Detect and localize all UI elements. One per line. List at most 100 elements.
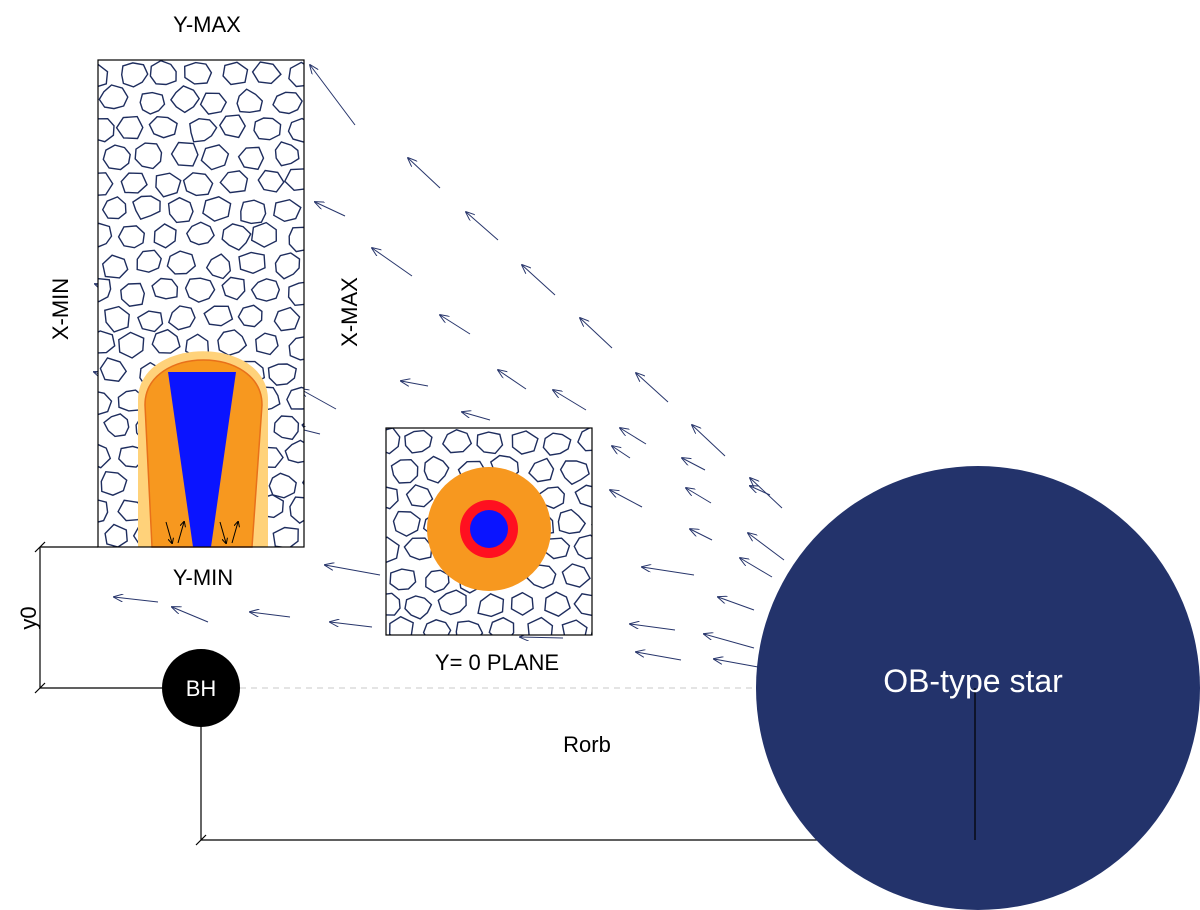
wind-clump <box>612 595 639 616</box>
wind-clump <box>251 61 282 85</box>
wind-clump <box>477 592 505 618</box>
wind-arrow-icon <box>250 612 291 618</box>
wind-clump <box>320 226 345 250</box>
wind-arrow-icon <box>714 659 759 668</box>
wind-clump <box>199 92 228 115</box>
wind-clump <box>308 527 333 549</box>
wind-clump <box>578 648 607 673</box>
wind-clump <box>573 534 592 560</box>
wind-clump <box>386 486 399 510</box>
wind-clump <box>182 172 214 197</box>
wind-clump <box>609 537 635 557</box>
wind-clump <box>104 523 128 547</box>
wind-clump <box>98 499 109 523</box>
wind-clump <box>236 88 264 114</box>
wind-clump <box>139 91 166 115</box>
wind-clump <box>267 363 297 386</box>
wind-clump <box>221 276 246 301</box>
wind-clump <box>273 415 300 441</box>
wind-clump <box>257 169 285 193</box>
wind-arrow-icon <box>636 373 669 403</box>
wind-clump <box>148 115 178 139</box>
wind-clump <box>325 120 348 142</box>
wind-clump <box>590 628 592 635</box>
wind-clump <box>307 144 335 166</box>
wind-clump <box>205 253 232 280</box>
wind-clump <box>237 304 263 328</box>
wind-clump <box>561 619 588 635</box>
wind-clump <box>527 616 554 635</box>
wind-clump <box>287 281 304 307</box>
wind-arrow-icon <box>315 202 346 217</box>
wind-arrow-icon <box>642 567 695 576</box>
black-hole <box>162 649 240 727</box>
wind-clump <box>577 428 592 452</box>
wind-clump <box>301 422 304 429</box>
wind-arrow-icon <box>704 634 755 649</box>
wind-clump <box>149 60 177 86</box>
wind-clump <box>167 196 194 224</box>
wind-clump <box>594 568 622 590</box>
label-x-max: X-MAX <box>337 277 362 347</box>
wind-clump <box>325 498 348 519</box>
wind-clump <box>153 223 177 249</box>
wind-clump <box>286 386 304 410</box>
wind-clump <box>218 114 247 139</box>
wind-arrow-icon <box>580 318 613 349</box>
y-zero-plane-box <box>385 427 639 673</box>
wind-clump <box>134 142 163 170</box>
wind-clump <box>170 141 199 167</box>
wind-clump <box>311 305 333 326</box>
wind-arrow-icon <box>553 390 587 411</box>
wind-clump <box>273 198 302 223</box>
wind-arrow-icon <box>522 265 556 296</box>
wind-clump <box>268 472 297 499</box>
jet-cross-section-core <box>470 510 508 548</box>
wind-clump <box>274 252 301 280</box>
wind-clump <box>115 115 144 140</box>
wind-clump <box>183 61 213 85</box>
wind-clump <box>608 650 634 672</box>
wind-clump <box>422 619 452 635</box>
wind-clump <box>423 455 450 484</box>
label-y-min: Y-MIN <box>173 565 233 590</box>
wind-clump <box>283 168 304 192</box>
wind-clump <box>284 439 304 464</box>
ob-star <box>756 466 1200 910</box>
label-y0: y0 <box>16 606 41 629</box>
wind-clump <box>272 91 303 115</box>
wind-clump <box>136 249 162 273</box>
wind-clump <box>103 413 130 438</box>
jet <box>138 351 268 548</box>
wind-clump <box>185 221 215 246</box>
wind-clump <box>189 117 218 143</box>
wind-clump <box>386 428 401 455</box>
wind-clump <box>238 251 266 275</box>
wind-clump <box>217 329 248 357</box>
wind-arrow-icon <box>686 488 712 504</box>
wind-clump <box>202 196 232 222</box>
wind-clump <box>132 195 161 221</box>
wind-clump <box>170 85 201 114</box>
label-star: OB-type star <box>883 663 1063 699</box>
wind-arrow-icon <box>325 565 381 576</box>
wind-clump <box>557 508 587 535</box>
wind-clump <box>309 363 331 385</box>
wind-clump <box>288 61 304 88</box>
wind-arrow-icon <box>114 597 159 603</box>
wind-clump <box>86 552 109 573</box>
wind-clump <box>98 277 112 303</box>
wind-clump <box>101 254 129 279</box>
wind-arrow-icon <box>718 597 755 611</box>
label-y-max: Y-MAX <box>173 12 241 37</box>
wind-clump <box>324 386 353 410</box>
wind-arrow-icon <box>692 425 726 457</box>
wind-arrow-icon <box>300 389 337 410</box>
wind-clump <box>287 117 304 143</box>
wind-clump <box>404 429 433 454</box>
label-rorb: Rorb <box>563 732 611 757</box>
wind-clump <box>222 61 249 86</box>
wind-clump <box>184 277 216 303</box>
wind-clump <box>574 484 592 508</box>
